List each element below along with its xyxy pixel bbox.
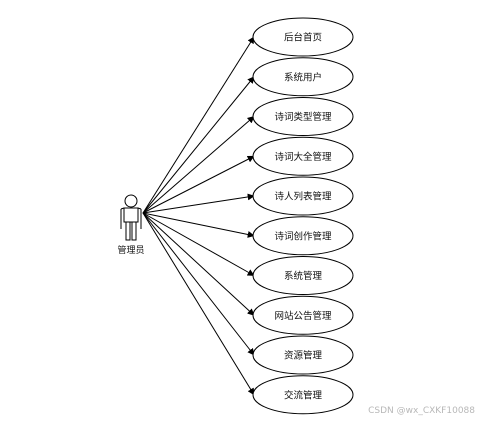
association-arrow xyxy=(142,212,255,238)
association-arrow xyxy=(142,212,255,396)
use-case-node: 诗词类型管理 xyxy=(252,97,354,136)
use-case-ellipse xyxy=(252,256,354,295)
actor-label: 管理员 xyxy=(117,244,144,256)
use-case-label: 系统管理 xyxy=(284,270,323,282)
association-arrow xyxy=(142,212,255,356)
association-arrow xyxy=(142,155,255,214)
use-case-ellipse xyxy=(252,375,354,415)
association-arrow xyxy=(142,212,255,276)
use-case-ellipse xyxy=(252,97,354,136)
use-case-ellipse xyxy=(252,176,354,216)
association-edges xyxy=(142,36,255,396)
use-case-ellipse xyxy=(252,136,354,176)
use-case-ellipse xyxy=(252,335,354,375)
use-case-label: 诗词创作管理 xyxy=(274,230,332,242)
use-case-ellipse xyxy=(252,295,354,335)
use-case-label: 资源管理 xyxy=(284,350,323,362)
use-case-node: 后台首页 xyxy=(252,17,354,57)
use-case-label: 交流管理 xyxy=(284,389,323,401)
actor-left-leg xyxy=(125,221,131,241)
actor-body xyxy=(123,207,139,223)
use-case-ellipse xyxy=(252,216,354,256)
use-case-label: 诗词大全管理 xyxy=(274,151,332,163)
use-case-node: 系统用户 xyxy=(252,57,354,97)
use-case-node: 资源管理 xyxy=(252,335,354,375)
use-case-ellipse xyxy=(252,57,354,97)
actor-right-leg xyxy=(131,221,137,241)
actor-figure xyxy=(120,194,142,241)
use-case-group: 后台首页系统用户诗词类型管理诗词大全管理诗人列表管理诗词创作管理系统管理网站公告… xyxy=(252,17,354,415)
use-case-ellipse xyxy=(252,17,354,57)
use-case-label: 后台首页 xyxy=(284,32,322,44)
use-case-label: 诗人列表管理 xyxy=(274,191,332,203)
association-arrow xyxy=(142,36,255,214)
use-case-node: 系统管理 xyxy=(252,256,354,295)
use-case-node: 交流管理 xyxy=(252,375,354,415)
use-case-label: 诗词类型管理 xyxy=(274,111,332,123)
use-case-node: 诗词创作管理 xyxy=(252,216,354,256)
watermark: CSDN @wx_CXKF10088 xyxy=(368,406,475,416)
actor-head xyxy=(124,194,138,208)
use-case-node: 网站公告管理 xyxy=(252,295,354,335)
association-arrow xyxy=(142,193,255,214)
association-arrow xyxy=(142,116,255,214)
use-case-label: 网站公告管理 xyxy=(274,310,332,322)
association-arrow xyxy=(142,212,255,316)
association-arrow xyxy=(142,76,255,214)
use-case-node: 诗词大全管理 xyxy=(252,136,354,176)
use-case-node: 诗人列表管理 xyxy=(252,176,354,216)
use-case-label: 系统用户 xyxy=(284,71,322,83)
